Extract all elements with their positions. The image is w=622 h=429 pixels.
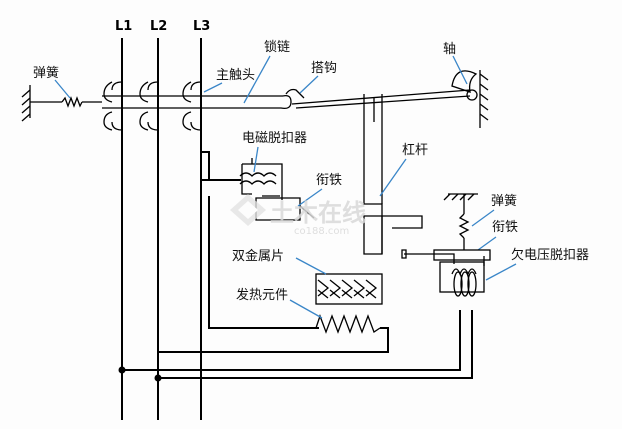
label-main-contact: 主触头 [216, 68, 255, 83]
label-lock-chain: 锁链 [264, 39, 290, 55]
junction-l1 [118, 366, 126, 374]
em-release [201, 158, 315, 221]
lever [363, 94, 423, 255]
watermark-sub: co188.com [294, 226, 349, 237]
label-heater: 发热元件 [236, 287, 288, 303]
bimetal-strip [315, 273, 383, 305]
phase-conductors [121, 38, 202, 420]
right-spring [443, 193, 478, 250]
junction-l2 [154, 374, 162, 382]
phase-label-l2: L2 [150, 19, 167, 34]
label-em-release: 电磁脱扣器 [242, 131, 307, 146]
label-shaft: 轴 [443, 42, 456, 57]
label-spring-right: 弹簧 [491, 193, 517, 209]
internal-wiring [122, 151, 473, 379]
watermark-main: 土木在线 [270, 199, 366, 227]
left-spring [21, 85, 102, 122]
phase-label-l1: L1 [115, 19, 132, 34]
label-spring-left: 弹簧 [33, 65, 59, 81]
label-hook: 搭钩 [311, 60, 337, 76]
label-armature-right: 衔铁 [492, 220, 518, 235]
watermark: 土木在线 co188.com [230, 194, 366, 237]
phase-label-l3: L3 [193, 19, 210, 34]
undervoltage-release [401, 249, 491, 297]
label-bimetal: 双金属片 [232, 248, 284, 264]
lock-chain [102, 94, 292, 110]
shaft [451, 70, 489, 128]
hook-assembly [285, 88, 471, 122]
label-lever: 杠杆 [402, 142, 428, 158]
main-contacts [103, 81, 202, 131]
label-undervoltage-release: 欠电压脱扣器 [511, 247, 589, 263]
label-armature-left: 衔铁 [316, 173, 342, 188]
heating-element [315, 314, 381, 334]
